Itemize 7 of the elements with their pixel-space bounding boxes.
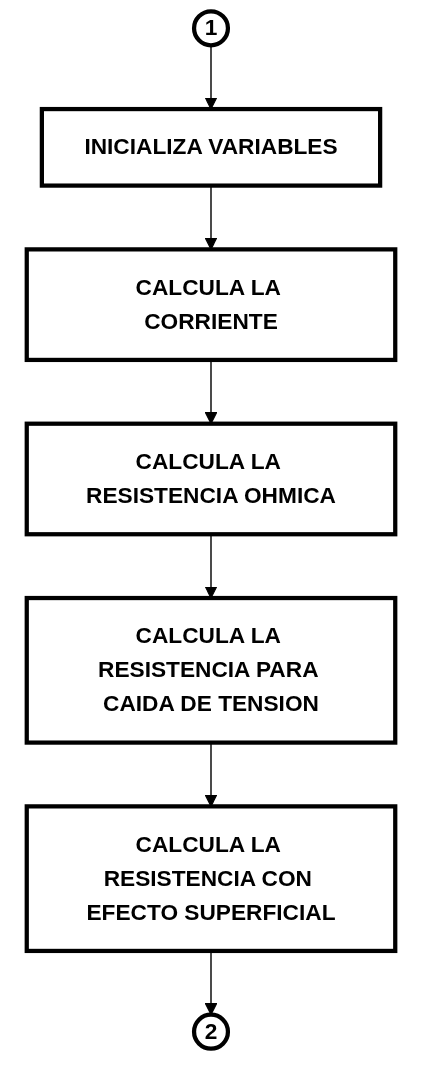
node-box: INICIALIZA VARIABLES xyxy=(39,106,383,188)
node-box: CALCULA LA RESISTENCIA CON EFECTO SUPERFICIAL xyxy=(24,804,398,954)
node-box: CALCULA LA CORRIENTE xyxy=(24,247,398,363)
node-box: CALCULA LA RESISTENCIA PARA CAIDA DE TENSION xyxy=(24,595,398,745)
node-circle: 2 xyxy=(191,1012,231,1051)
node-circle: 1 xyxy=(191,9,231,48)
node-box: CALCULA LA RESISTENCIA OHMICA xyxy=(24,421,398,537)
